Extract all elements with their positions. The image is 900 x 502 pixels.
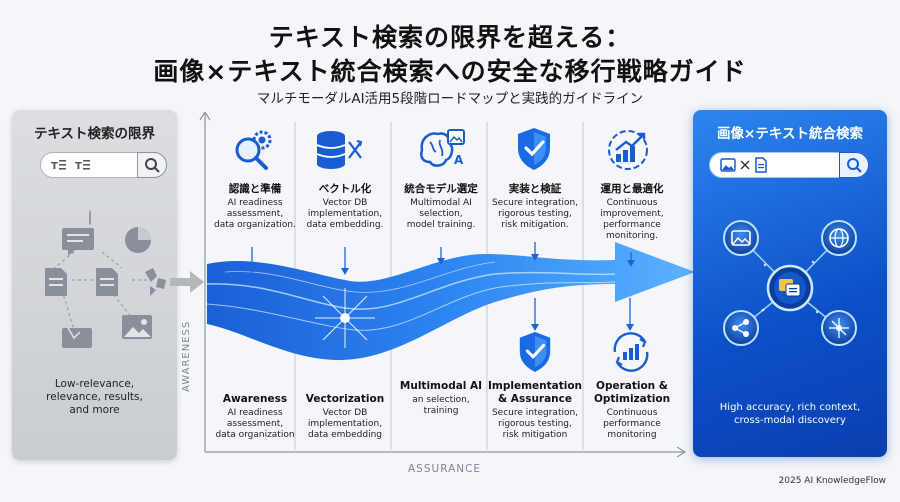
roadmap-grid: [199, 112, 695, 458]
text-doc-icon: T: [51, 160, 66, 172]
left-search-box[interactable]: T T: [40, 152, 167, 178]
share-node: [723, 310, 759, 346]
right-search-button[interactable]: [839, 152, 869, 178]
page-title-line2: 画像×テキスト統合検索への安全な移行戦略ガイド: [153, 57, 747, 86]
search-icon: [145, 158, 160, 173]
document-icon: [755, 157, 767, 173]
multimodal-hub-network: [723, 220, 857, 346]
image-icon: [122, 315, 152, 339]
stage-4-bottom: Implementation& Assurance Secure integra…: [488, 380, 583, 440]
chat-bubble-icon: [62, 228, 94, 256]
right-panel-title: 画像×テキスト統合検索: [717, 126, 863, 142]
page-subtitle: マルチモーダルAI活用5段階ロードマップと実践的ガイドライン: [256, 91, 644, 107]
stage-3-bottom: Multimodal AI an selection,training: [399, 380, 483, 416]
svg-text:T: T: [75, 161, 82, 172]
left-panel-title: テキスト検索の限界: [33, 126, 156, 142]
footer-credit: 2025 AI KnowledgeFlow: [778, 476, 886, 486]
message-icon: [62, 327, 92, 348]
image-node: [723, 220, 759, 256]
brain-ai-icon: A: [420, 129, 465, 167]
gear-magnifier-icon: [235, 130, 272, 170]
stage-4-top: 実装と検証 Secure integration,rigorous testin…: [491, 183, 579, 230]
disconnected-data-network: [45, 210, 166, 348]
page-title-line1: テキスト検索の限界を超える：: [268, 23, 632, 52]
svg-text:A: A: [454, 153, 464, 167]
text-doc-icon: T: [75, 160, 90, 172]
right-search-box[interactable]: [709, 152, 869, 178]
left-search-button[interactable]: [137, 152, 167, 178]
right-panel-caption: High accuracy, rich context, cross-modal…: [719, 402, 861, 426]
y-axis-label: AWARENESS: [181, 320, 192, 392]
svg-text:T: T: [51, 161, 58, 172]
globe-node: [821, 220, 857, 256]
document-icon: [96, 268, 118, 296]
document-icon: [45, 268, 67, 296]
database-icon: [316, 131, 363, 169]
chart-up-icon: [608, 130, 648, 170]
shield-check-icon: [519, 332, 551, 372]
central-hub: [766, 264, 814, 312]
image-icon: [720, 158, 736, 172]
network-node: [821, 310, 857, 346]
search-icon: [847, 158, 862, 173]
left-panel-text-search-limits: テキスト検索の限界 T T: [12, 110, 177, 460]
bottom-connectors: [531, 298, 634, 331]
left-panel-caption: Low-relevance, relevance, results, and m…: [46, 378, 143, 416]
multiply-icon: [740, 160, 750, 170]
right-panel-integrated-search: 画像×テキスト統合検索: [693, 110, 887, 457]
x-axis-label: ASSURANCE: [408, 463, 482, 475]
shield-check-icon: [518, 128, 550, 170]
chart-refresh-icon: [613, 332, 649, 372]
broken-fragment-icon: [145, 268, 166, 296]
pie-chart-icon: [125, 227, 151, 253]
transition-arrow: [170, 271, 204, 293]
